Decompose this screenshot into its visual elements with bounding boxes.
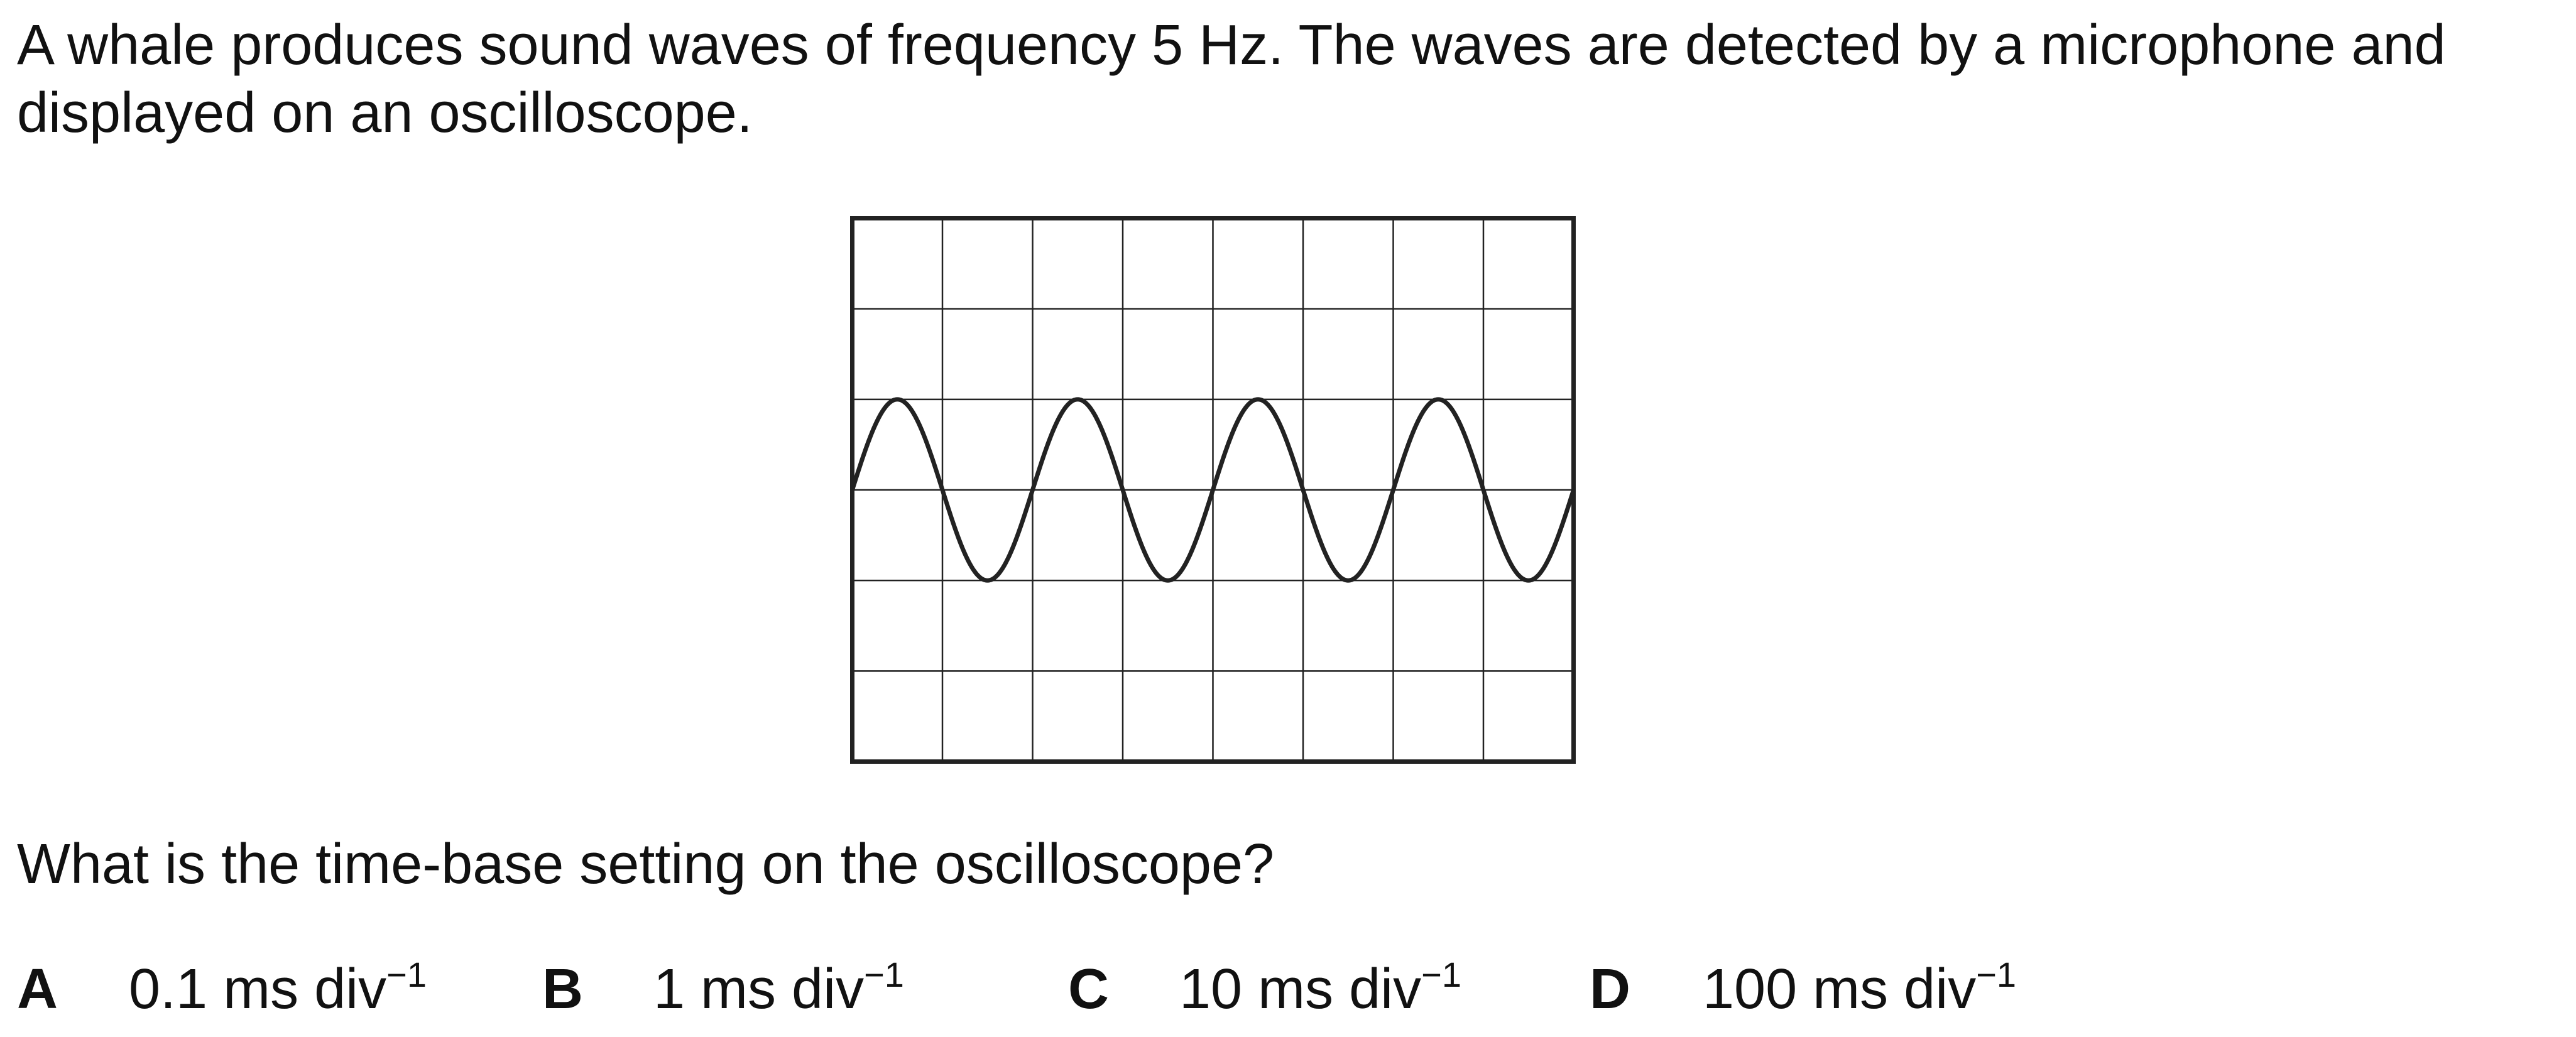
question-text: What is the time-base setting on the osc… — [17, 833, 1275, 896]
oscilloscope-screen — [850, 216, 1576, 764]
option-a-letter: A — [17, 958, 58, 1021]
option-c-value: 10 ms div−1 — [1179, 955, 1461, 1021]
intro-line-2: displayed on an oscilloscope. — [17, 82, 753, 144]
option-d-exponent: −1 — [1976, 955, 2017, 994]
option-a-value: 0.1 ms div−1 — [129, 955, 427, 1021]
intro-line-1: A whale produces sound waves of frequenc… — [17, 14, 2446, 77]
option-b-letter: B — [542, 958, 583, 1021]
option-c-exponent: −1 — [1421, 955, 1461, 994]
oscilloscope-frame — [850, 216, 1576, 764]
oscilloscope-waveform — [850, 397, 1576, 583]
option-b-exponent: −1 — [864, 955, 904, 994]
option-c-letter: C — [1068, 958, 1109, 1021]
option-d-letter: D — [1590, 958, 1630, 1021]
option-b-value: 1 ms div−1 — [653, 955, 904, 1021]
option-d-value: 100 ms div−1 — [1703, 955, 2017, 1021]
intro-text: A whale produces sound waves of frequenc… — [17, 11, 2555, 147]
answer-options: A 0.1 ms div−1 B 1 ms div−1 C 10 ms div−… — [0, 955, 2576, 1024]
option-a-exponent: −1 — [386, 955, 427, 994]
